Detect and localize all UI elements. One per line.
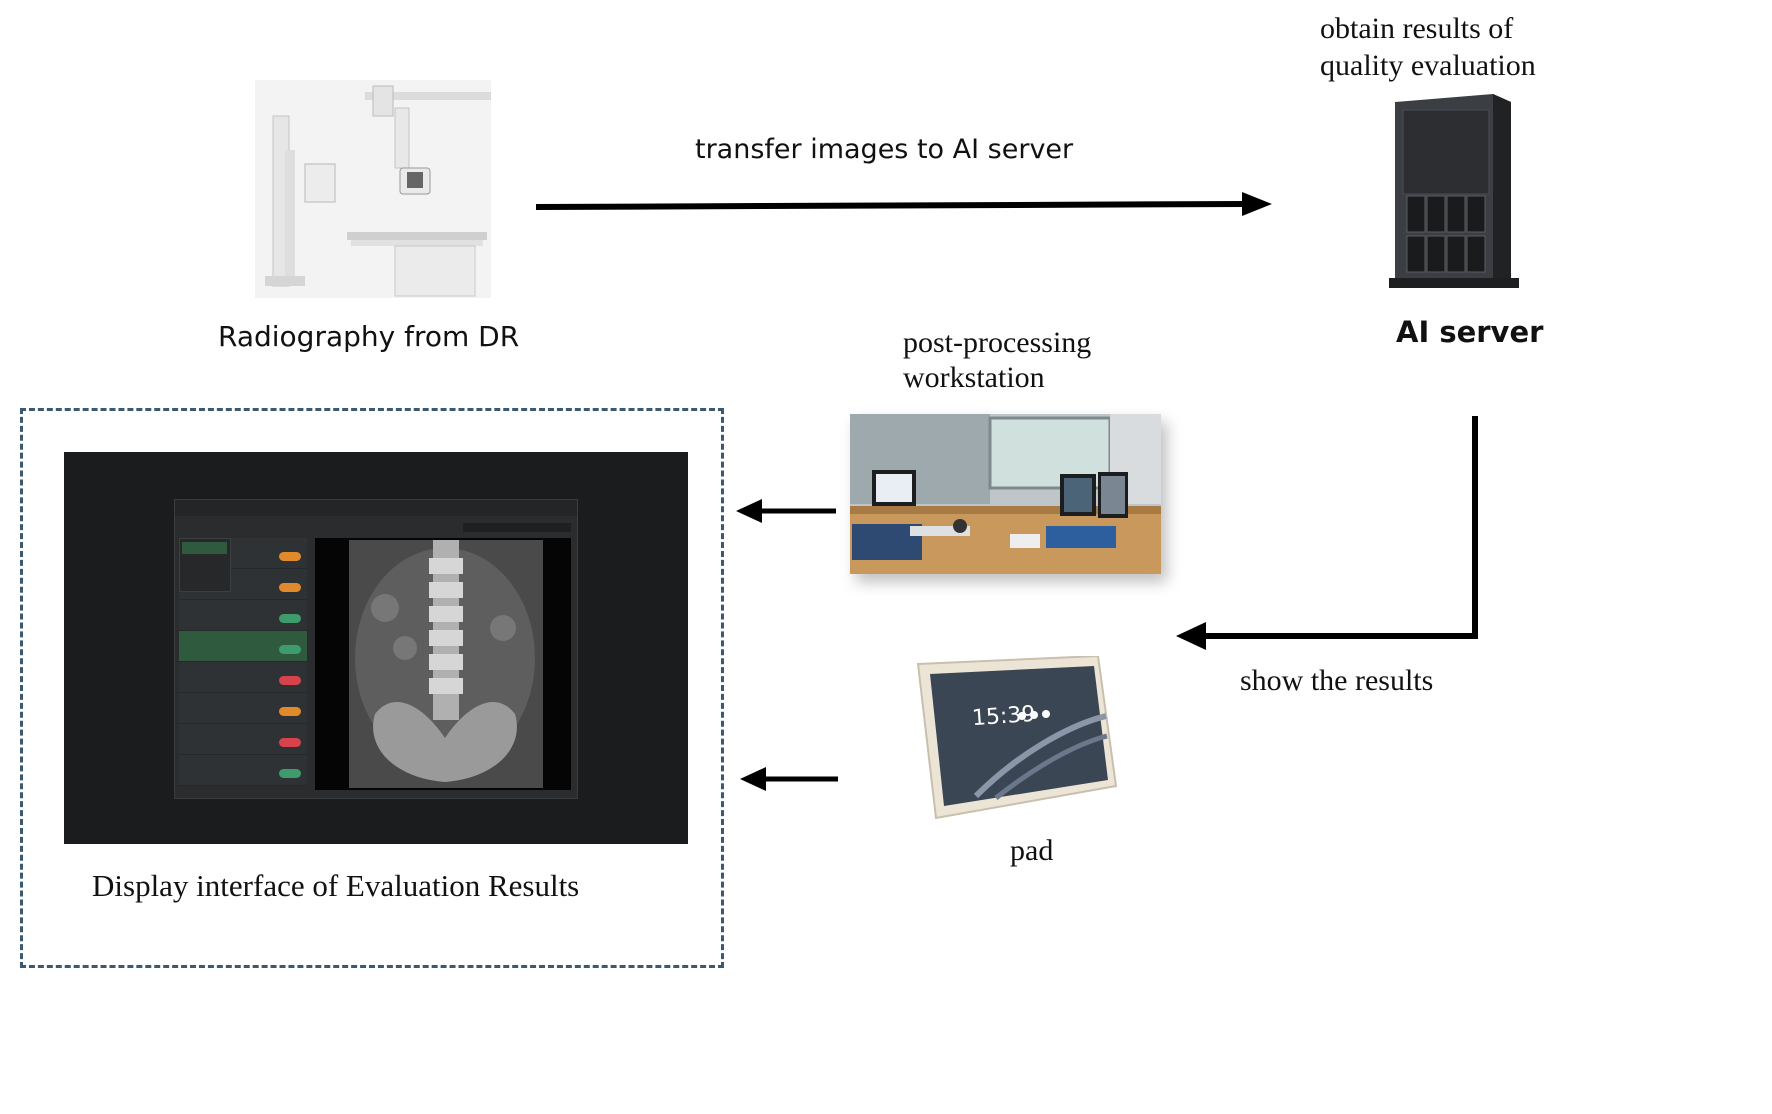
dr-radiography-machine-icon — [255, 80, 491, 298]
transfer-arrow — [535, 192, 1272, 216]
transfer-label: transfer images to AI server — [695, 134, 1074, 165]
tower-server-icon — [1389, 94, 1519, 288]
display-caption: Display interface of Evaluation Results — [92, 868, 580, 903]
workstation-to-display-arrow — [736, 499, 836, 523]
evaluation-app-window — [174, 499, 578, 799]
display-interface-box — [20, 408, 724, 968]
pad-caption: pad — [1010, 834, 1054, 867]
list-item — [179, 600, 307, 631]
app-titlebar — [175, 500, 577, 516]
workstation-image — [850, 414, 1161, 574]
list-item — [179, 693, 307, 724]
status-badge — [279, 707, 301, 716]
pad-clock: 15:39 — [971, 701, 1037, 732]
filter-input — [463, 523, 571, 532]
show-results-label: show the results — [1240, 664, 1434, 697]
list-item — [179, 662, 307, 693]
filter-dropdown — [179, 538, 231, 592]
dropdown-option-selected — [182, 542, 227, 554]
result-list — [179, 538, 307, 790]
status-badge — [279, 769, 301, 778]
display-screen — [64, 452, 688, 844]
list-item — [179, 631, 307, 662]
dr-machine-image — [255, 80, 491, 298]
workstation-photo-icon — [850, 414, 1161, 574]
show-results-arrow — [1176, 416, 1478, 650]
status-badge — [279, 676, 301, 685]
server-caption: AI server — [1396, 315, 1544, 349]
server-top-label-line1: obtain results of — [1320, 12, 1514, 45]
filter-bar — [175, 516, 577, 538]
dr-caption: Radiography from DR — [218, 320, 520, 353]
list-item — [179, 724, 307, 755]
status-badge — [279, 738, 301, 747]
status-badge — [279, 614, 301, 623]
pad-image — [916, 654, 1118, 820]
status-badge — [279, 583, 301, 592]
abdominal-xray-image — [349, 540, 543, 788]
list-item — [179, 755, 307, 786]
xray-viewer — [315, 538, 571, 790]
status-badge — [279, 552, 301, 561]
server-image — [1385, 92, 1525, 290]
workstation-label-line2: workstation — [903, 361, 1045, 394]
status-badge — [279, 645, 301, 654]
server-top-label-line2: quality evaluation — [1320, 49, 1536, 82]
tablet-icon — [916, 654, 1118, 820]
pad-to-display-arrow — [740, 767, 838, 791]
workstation-label-line1: post-processing — [903, 326, 1092, 359]
